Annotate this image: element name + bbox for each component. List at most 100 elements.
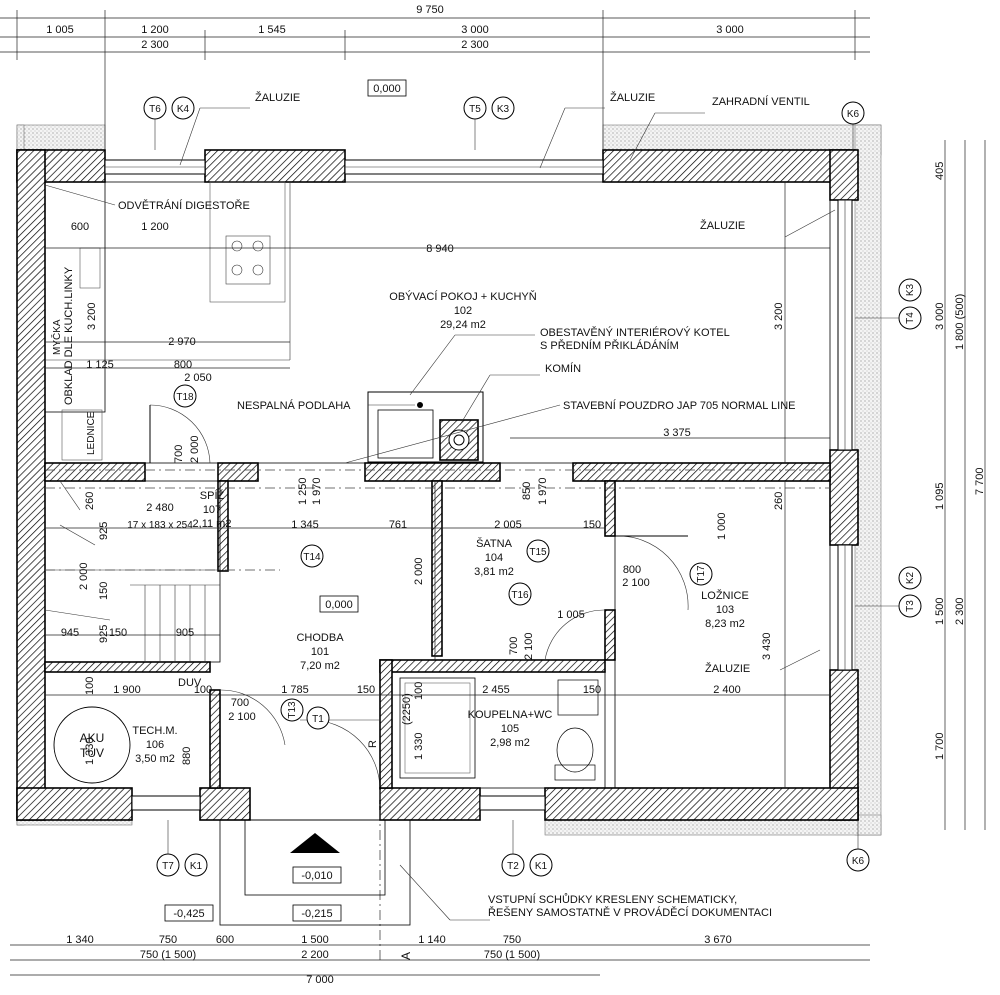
- svg-text:2 000: 2 000: [189, 435, 201, 463]
- svg-text:750 (1 500): 750 (1 500): [140, 949, 196, 961]
- svg-text:1 500: 1 500: [301, 934, 329, 946]
- label-kotel-2: S PŘEDNÍM PŘIKLÁDÁNÍM: [540, 339, 679, 352]
- svg-text:2 100: 2 100: [228, 711, 256, 723]
- label-komin: KOMÍN: [545, 362, 581, 375]
- svg-text:(2250): (2250): [401, 693, 413, 725]
- room-106: TECH.M. 106 3,50 m2: [132, 725, 177, 765]
- svg-text:8,23 m2: 8,23 m2: [705, 618, 745, 630]
- svg-text:LOŽNICE: LOŽNICE: [701, 589, 749, 602]
- svg-text:1 785: 1 785: [281, 684, 309, 696]
- dash-lines: [45, 469, 830, 960]
- svg-text:T5: T5: [469, 104, 481, 115]
- tag-t2: T2: [501, 853, 525, 877]
- svg-text:17 x 183 x 254: 17 x 183 x 254: [127, 520, 193, 531]
- entrance-steps: [219, 819, 411, 926]
- svg-text:750 (1 500): 750 (1 500): [484, 949, 540, 961]
- label-schudky-2: ŘEŠENY SAMOSTATNĚ V PROVÁDĚCÍ DOKUMENTAC…: [488, 906, 772, 919]
- svg-text:K3: K3: [905, 283, 916, 296]
- stove: [367, 391, 484, 463]
- svg-text:1 005: 1 005: [557, 609, 585, 621]
- svg-text:T1: T1: [312, 714, 324, 725]
- svg-text:102: 102: [454, 305, 472, 317]
- bottom-dimensions: 1 340 750 600 1 500 1 140 750 3 670 750 …: [66, 934, 732, 986]
- svg-text:3 000: 3 000: [934, 302, 946, 330]
- svg-text:3 200: 3 200: [773, 302, 785, 330]
- label-r: R: [367, 740, 379, 748]
- leader-lines: [44, 107, 836, 921]
- svg-text:TECH.M.: TECH.M.: [132, 725, 177, 737]
- label-kotel: OBESTAVĚNÝ INTERIÉROVÝ KOTEL: [540, 326, 730, 339]
- tag-t14: T14: [300, 544, 324, 568]
- tag-t6: T6: [143, 96, 167, 120]
- svg-text:800: 800: [623, 564, 641, 576]
- svg-text:29,24 m2: 29,24 m2: [440, 319, 486, 331]
- svg-text:3,81 m2: 3,81 m2: [474, 566, 514, 578]
- tag-t16: T16: [508, 582, 532, 606]
- label-zaluzie-1: ŽALUZIE: [255, 91, 300, 104]
- svg-text:106: 106: [146, 739, 164, 751]
- marker-dot: [417, 402, 423, 408]
- svg-text:800: 800: [174, 359, 192, 371]
- room-104: ŠATNA 104 3,81 m2: [474, 537, 514, 578]
- svg-text:3,50 m2: 3,50 m2: [135, 753, 175, 765]
- svg-text:ŠATNA: ŠATNA: [476, 537, 513, 550]
- svg-text:CHODBA: CHODBA: [296, 632, 344, 644]
- label-mycka: MYČKA: [50, 319, 63, 355]
- svg-text:905: 905: [176, 627, 194, 639]
- tag-t3: T3: [898, 594, 922, 618]
- svg-text:1 200: 1 200: [141, 221, 169, 233]
- svg-text:2 100: 2 100: [523, 632, 535, 660]
- svg-text:2,98 m2: 2,98 m2: [490, 737, 530, 749]
- svg-text:1 900: 1 900: [113, 684, 141, 696]
- svg-text:2 005: 2 005: [494, 519, 522, 531]
- level-step: -0,010: [301, 870, 332, 882]
- svg-text:405: 405: [934, 162, 946, 180]
- dim-top-2b: 2 300: [141, 39, 169, 51]
- svg-text:1 095: 1 095: [934, 482, 946, 510]
- tag-k6-top: K6: [841, 101, 865, 125]
- svg-text:T17: T17: [696, 565, 707, 583]
- level-top: 0,000: [373, 83, 401, 95]
- svg-text:3 430: 3 430: [761, 632, 773, 660]
- svg-text:2 970: 2 970: [168, 336, 196, 348]
- tag-t1: T1: [306, 706, 330, 730]
- svg-text:T2: T2: [507, 861, 519, 872]
- level-ground: -0,215: [301, 908, 332, 920]
- svg-text:K1: K1: [535, 861, 548, 872]
- svg-text:2 200: 2 200: [301, 949, 329, 961]
- level-outer: -0,425: [173, 908, 204, 920]
- svg-text:K2: K2: [905, 571, 916, 584]
- svg-text:100: 100: [194, 684, 212, 696]
- svg-text:2 480: 2 480: [146, 502, 174, 514]
- svg-text:2 300: 2 300: [954, 597, 966, 625]
- svg-text:T3: T3: [905, 600, 916, 612]
- bathroom: [399, 677, 599, 781]
- room-105: KOUPELNA+WC 105 2,98 m2: [468, 709, 553, 749]
- svg-text:1 125: 1 125: [86, 359, 114, 371]
- svg-text:1 970: 1 970: [537, 477, 549, 505]
- svg-text:1 500: 1 500: [934, 597, 946, 625]
- dim-top-2: 1 200: [141, 24, 169, 36]
- tag-k3: K3: [491, 96, 515, 120]
- svg-text:101: 101: [311, 646, 329, 658]
- svg-text:600: 600: [71, 221, 89, 233]
- label-zaluzie-2: ŽALUZIE: [610, 91, 655, 104]
- svg-text:750: 750: [503, 934, 521, 946]
- svg-text:T15: T15: [529, 547, 547, 558]
- svg-text:T6: T6: [149, 104, 161, 115]
- tag-k2: K2: [898, 566, 922, 590]
- svg-text:1 800 (500): 1 800 (500): [954, 294, 966, 350]
- interior-walls: [44, 462, 831, 789]
- svg-text:K1: K1: [190, 861, 203, 872]
- svg-text:260: 260: [773, 492, 785, 510]
- svg-text:150: 150: [109, 627, 127, 639]
- svg-text:850: 850: [521, 482, 533, 500]
- dim-top-total: 9 750: [416, 4, 444, 16]
- svg-text:T16: T16: [511, 590, 529, 601]
- tag-k6-bottom: K6: [846, 848, 870, 872]
- svg-text:107: 107: [203, 504, 221, 516]
- label-obklad: OBKLAD DLE KUCH.LINKY: [63, 266, 75, 405]
- svg-text:OBÝVACÍ POKOJ + KUCHYŇ: OBÝVACÍ POKOJ + KUCHYŇ: [389, 290, 536, 303]
- label-tuv: TUV: [80, 746, 104, 760]
